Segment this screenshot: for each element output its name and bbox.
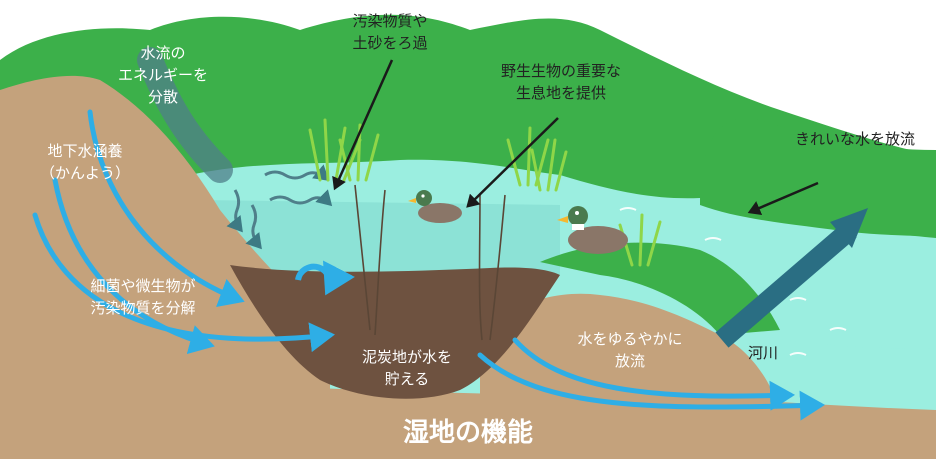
river-label: 河川 xyxy=(747,344,778,362)
microbe-decomposition-label: 細菌や微生物が 汚染物質を分解 xyxy=(90,277,196,317)
energy-dispersion-label: 水流の エネルギーを 分散 xyxy=(117,44,208,106)
peat-basin xyxy=(230,265,560,399)
water-ripples xyxy=(619,207,847,356)
reed-stems xyxy=(354,184,506,341)
outflow-arrowhead xyxy=(830,208,868,248)
soil-left-hill xyxy=(0,75,330,459)
current-arrows xyxy=(226,164,333,250)
soil-right-mound xyxy=(480,293,780,410)
groundwater-recharge-label: 地下水涵養 （かんよう） xyxy=(39,142,130,182)
recycle-icon xyxy=(295,260,355,296)
deep-water-band xyxy=(200,200,560,275)
filtration-label: 汚染物質や 土砂をろ過 xyxy=(352,12,428,52)
peat-storage-label: 泥炭地が水を 貯える xyxy=(361,348,452,388)
slow-release-label: 水をゆるやかに 放流 xyxy=(577,330,683,370)
right-grass-bank xyxy=(540,242,780,335)
outflow-arrow xyxy=(715,222,857,348)
pointer-arrows xyxy=(332,59,819,215)
habitat-label: 野生生物の重要な 生息地を提供 xyxy=(500,62,621,102)
energy-flow-stream xyxy=(137,47,233,183)
groundwater-arrows xyxy=(32,109,825,421)
diagram-title: 湿地の機能 xyxy=(402,418,533,448)
reed-tufts xyxy=(308,118,662,267)
clean-water-label: きれいな水を放流 xyxy=(794,130,915,148)
duck-large xyxy=(557,206,628,254)
duck-small xyxy=(408,190,462,223)
